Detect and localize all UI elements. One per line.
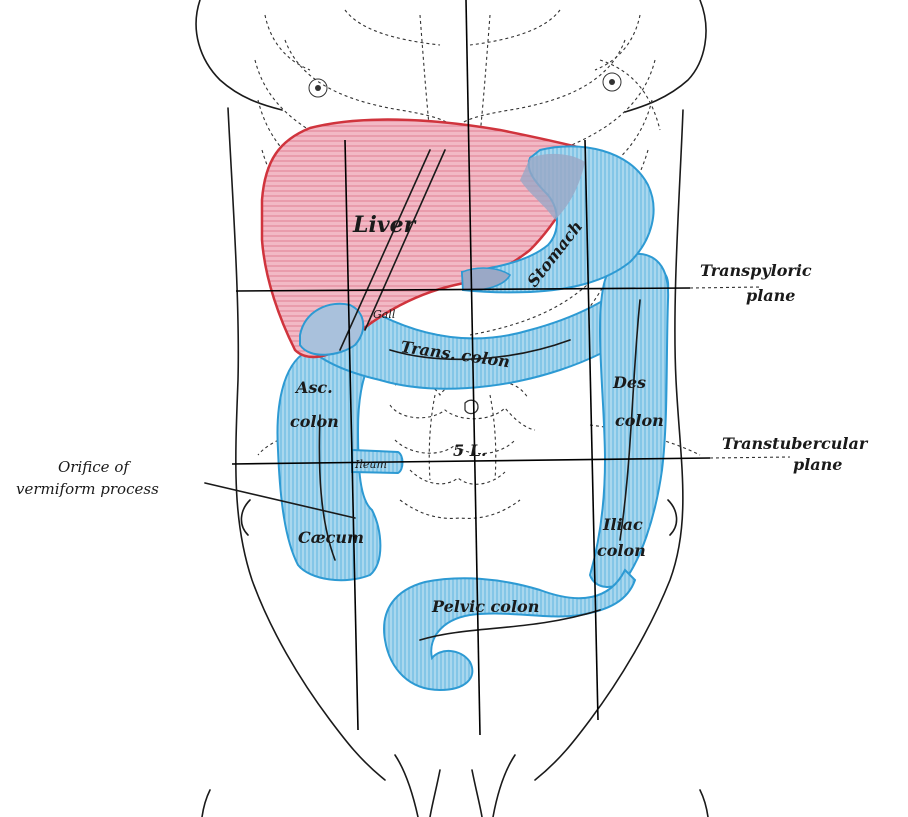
des-colon-label-2: colon: [615, 411, 664, 430]
liver-label: Liver: [352, 212, 417, 238]
caecum-label: Cæcum: [298, 528, 364, 547]
iliac-colon-label-2: colon: [597, 541, 646, 560]
nipple-icon: [603, 73, 621, 91]
transpyloric-label-1: Transpyloric: [700, 261, 812, 280]
fifth-lumbar-label: 5 L.: [453, 441, 487, 460]
ileum-label: Ileum: [354, 458, 387, 471]
transpyloric-label-2: plane: [746, 286, 795, 305]
asc-colon-label-1: Asc.: [294, 378, 333, 397]
gall-label: Gall: [373, 308, 396, 321]
pelvic-colon-label: Pelvic colon: [431, 597, 539, 616]
iliac-colon-label-1: Iliac: [602, 515, 643, 534]
des-colon-label-1: Des: [612, 373, 646, 392]
transtubercular-dash: [710, 457, 790, 458]
orifice-label-1: Orifice of: [58, 458, 131, 476]
orifice-label-2: vermiform process: [16, 480, 159, 498]
transtubercular-label-1: Transtubercular: [722, 434, 869, 453]
asc-colon-label-2: colon: [290, 412, 339, 431]
transtubercular-label-2: plane: [793, 455, 842, 474]
umbilicus-icon: [465, 400, 478, 413]
